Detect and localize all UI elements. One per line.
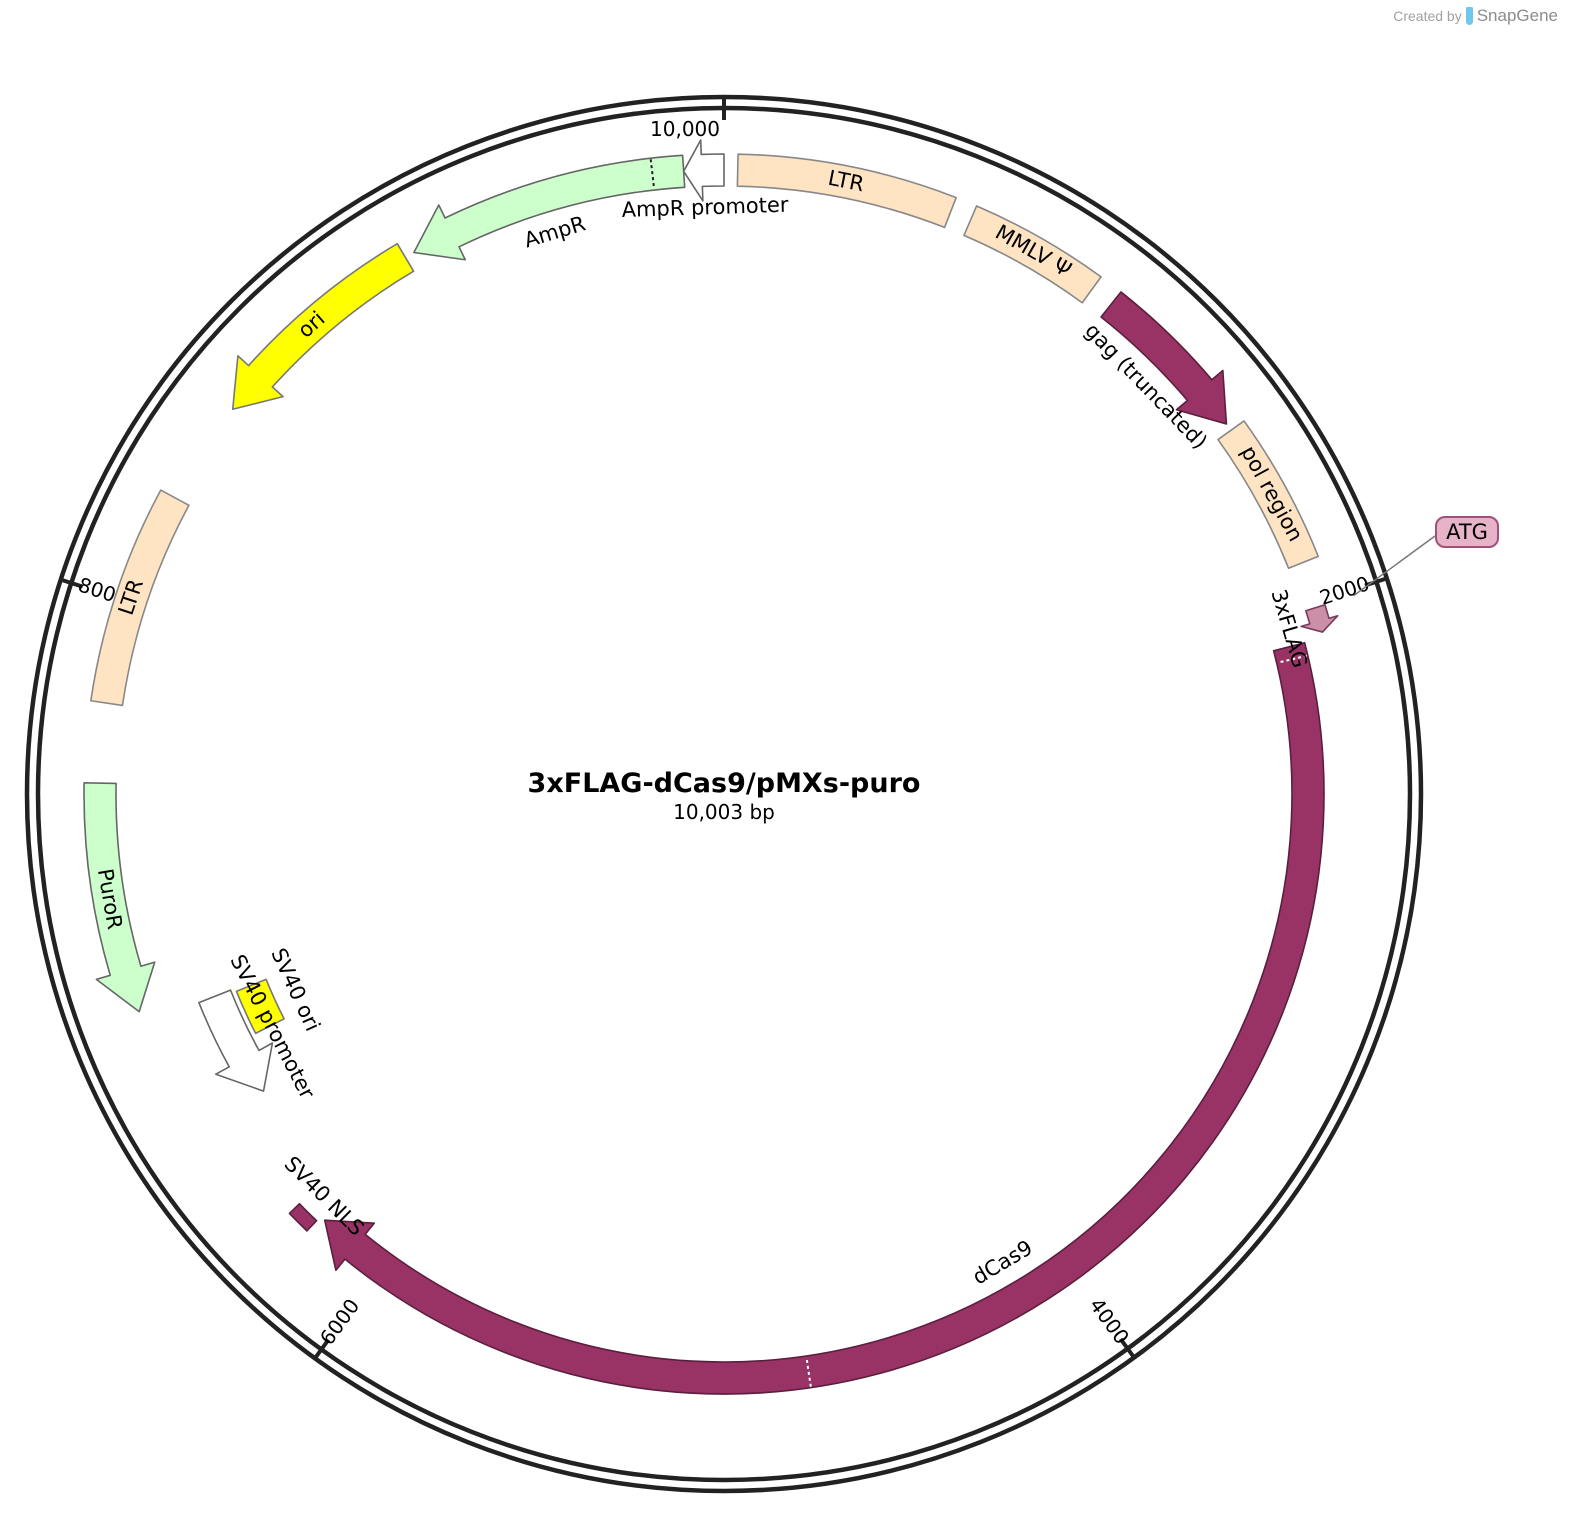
feature-dcas9 — [323, 641, 1325, 1395]
tick-6000 — [313, 1338, 331, 1360]
feature-puror — [83, 782, 156, 1013]
svg-text:4000: 4000 — [1085, 1293, 1134, 1348]
snapgene-logo-icon — [1465, 7, 1473, 25]
credit-prefix: Created by — [1393, 8, 1462, 24]
feature-ampr-promoter — [682, 139, 725, 202]
tick-4000 — [1118, 1337, 1136, 1359]
svg-text:10,000: 10,000 — [650, 117, 720, 141]
callout-atg: ATG — [1353, 516, 1499, 597]
callouts: ATG — [1353, 516, 1499, 597]
feature-nls — [288, 1202, 318, 1232]
feature-sv40-promoter — [198, 989, 274, 1092]
feature-sv40-ori — [235, 978, 285, 1035]
tick-label-6000: 6000 — [315, 1294, 364, 1349]
tick-label-4000: 4000 — [1085, 1293, 1134, 1348]
tick-8000 — [60, 577, 84, 589]
feature-mmlv-psi — [963, 205, 1102, 304]
snapgene-credit: Created by SnapGene — [1393, 6, 1558, 26]
credit-brand: SnapGene — [1476, 6, 1558, 25]
svg-text:6000: 6000 — [315, 1294, 364, 1349]
feature-ori — [231, 242, 415, 411]
feature-flag — [1300, 603, 1339, 633]
feature-gag — [1100, 291, 1228, 425]
feature-ltr-3 — [90, 489, 190, 707]
plasmid-name: 3xFLAG-dCas9/pMXs-puro — [528, 768, 921, 799]
feature-ltr-5 — [736, 153, 957, 229]
label-ampr-promoter: AmpR promoter — [621, 193, 789, 222]
tick-label-0: 10,000 — [650, 117, 720, 141]
features — [83, 139, 1339, 1395]
feature-pol — [1217, 420, 1320, 569]
plasmid-size: 10,003 bp — [673, 800, 775, 824]
label-flag: 3xFLAG — [1266, 587, 1312, 671]
feature-ampr — [413, 154, 686, 261]
svg-text:ATG: ATG — [1446, 520, 1488, 544]
label-nls: SV40 NLS — [280, 1152, 369, 1241]
